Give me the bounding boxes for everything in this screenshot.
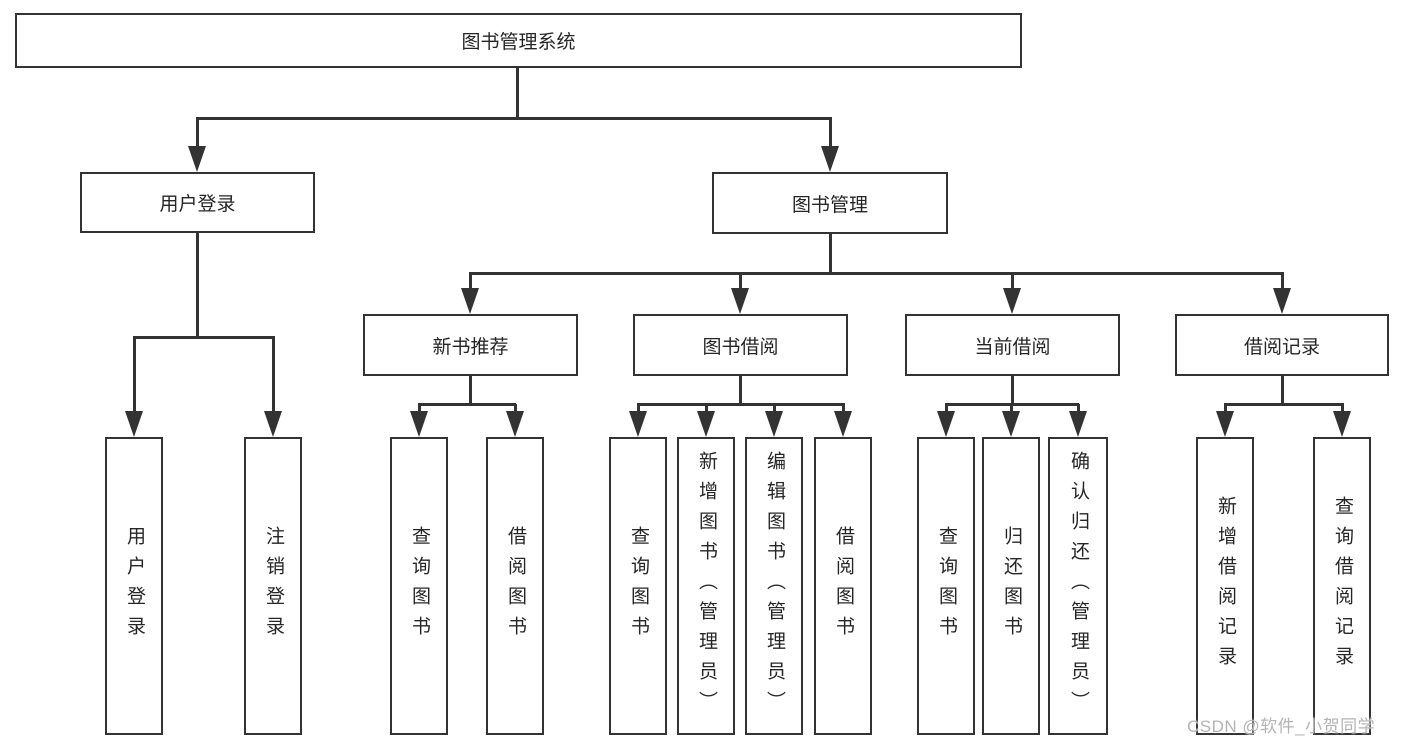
node-leaf-query-book-1: 查询图书: [390, 437, 448, 735]
connector-line: [739, 273, 742, 289]
connector-line: [516, 68, 519, 118]
node-leaf-user-login: 用户登录: [105, 437, 163, 735]
connector-line: [1341, 404, 1344, 412]
node-leaf-edit-book-admin: 编辑图书（管理员）: [745, 437, 803, 735]
connector-line: [829, 234, 832, 274]
connector-line: [842, 404, 845, 412]
connector-line: [514, 404, 517, 412]
arrow-down-icon: [264, 411, 282, 437]
arrow-down-icon: [506, 411, 524, 437]
connector-line: [418, 403, 516, 406]
node-book-management: 图书管理: [712, 172, 948, 234]
node-leaf-logout: 注销登录: [244, 437, 302, 735]
connector-line: [1224, 403, 1344, 406]
connector-line: [1010, 404, 1013, 412]
connector-line: [469, 376, 472, 405]
connector-line: [196, 117, 832, 120]
arrow-down-icon: [629, 411, 647, 437]
arrow-down-icon: [188, 146, 206, 172]
connector-line: [705, 404, 708, 412]
node-leaf-query-borrow-record: 查询借阅记录: [1313, 437, 1371, 735]
node-leaf-query-book-3: 查询图书: [917, 437, 975, 735]
connector-line: [739, 376, 742, 405]
node-leaf-add-borrow-record: 新增借阅记录: [1196, 437, 1254, 735]
connector-line: [1281, 273, 1284, 289]
connector-line: [133, 337, 136, 412]
arrow-down-icon: [765, 411, 783, 437]
arrow-down-icon: [1273, 288, 1291, 314]
watermark-text: CSDN @软件_小贺同学: [1187, 717, 1376, 736]
node-leaf-borrow-book-1: 借阅图书: [486, 437, 544, 735]
node-new-book-recommend: 新书推荐: [363, 314, 578, 376]
node-borrow-record: 借阅记录: [1175, 314, 1389, 376]
connector-line: [272, 337, 275, 412]
connector-line: [1011, 273, 1014, 289]
node-root-system: 图书管理系统: [15, 13, 1022, 68]
connector-line: [1281, 376, 1284, 405]
node-leaf-borrow-book-2: 借阅图书: [814, 437, 872, 735]
arrow-down-icon: [937, 411, 955, 437]
arrow-down-icon: [731, 288, 749, 314]
node-book-borrow: 图书借阅: [633, 314, 848, 376]
node-leaf-add-book-admin: 新增图书（管理员）: [677, 437, 735, 735]
arrow-down-icon: [1069, 411, 1087, 437]
connector-line: [196, 118, 199, 147]
connector-line: [829, 118, 832, 147]
connector-line: [469, 273, 472, 289]
arrow-down-icon: [1002, 411, 1020, 437]
connector-line: [133, 336, 275, 339]
arrow-down-icon: [834, 411, 852, 437]
connector-line: [469, 272, 1284, 275]
arrow-down-icon: [821, 146, 839, 172]
connector-line: [196, 233, 199, 338]
connector-line: [637, 404, 640, 412]
connector-line: [1011, 376, 1014, 405]
connector-line: [945, 404, 948, 412]
arrow-down-icon: [1333, 411, 1351, 437]
arrow-down-icon: [410, 411, 428, 437]
arrow-down-icon: [125, 411, 143, 437]
node-leaf-return-book: 归还图书: [982, 437, 1040, 735]
node-leaf-query-book-2: 查询图书: [609, 437, 667, 735]
arrow-down-icon: [1003, 288, 1021, 314]
connector-line: [418, 404, 421, 412]
connector-line: [1224, 404, 1227, 412]
arrow-down-icon: [461, 288, 479, 314]
arrow-down-icon: [697, 411, 715, 437]
node-leaf-confirm-return-admin: 确认归还（管理员）: [1048, 437, 1108, 735]
connector-line: [1077, 404, 1080, 412]
connector-line: [773, 404, 776, 412]
arrow-down-icon: [1216, 411, 1234, 437]
node-current-borrow: 当前借阅: [905, 314, 1120, 376]
node-user-login: 用户登录: [80, 172, 315, 233]
connector-line: [637, 403, 845, 406]
